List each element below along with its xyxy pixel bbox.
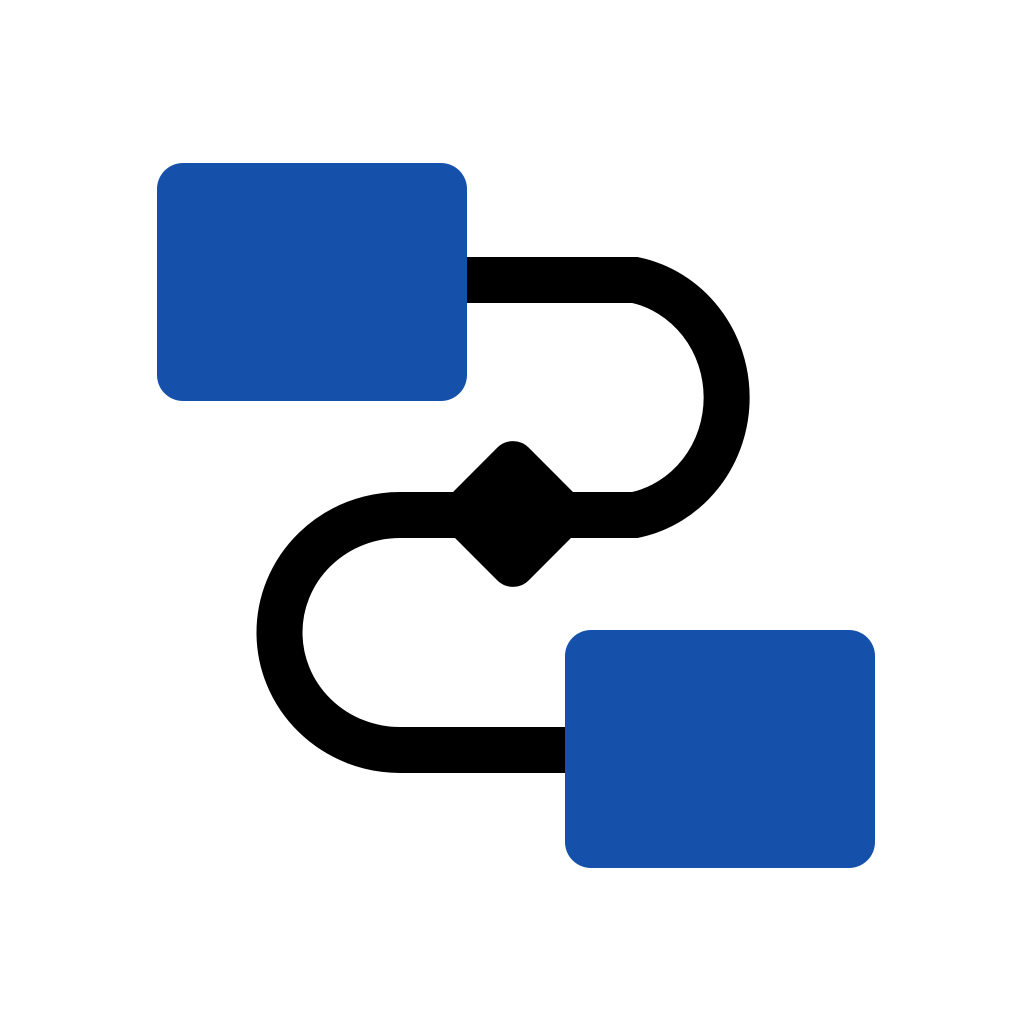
decision-diamond	[440, 441, 586, 587]
start-node	[157, 163, 467, 401]
connector-top	[450, 257, 750, 538]
end-node	[565, 630, 875, 868]
connector-bottom	[256, 492, 585, 773]
